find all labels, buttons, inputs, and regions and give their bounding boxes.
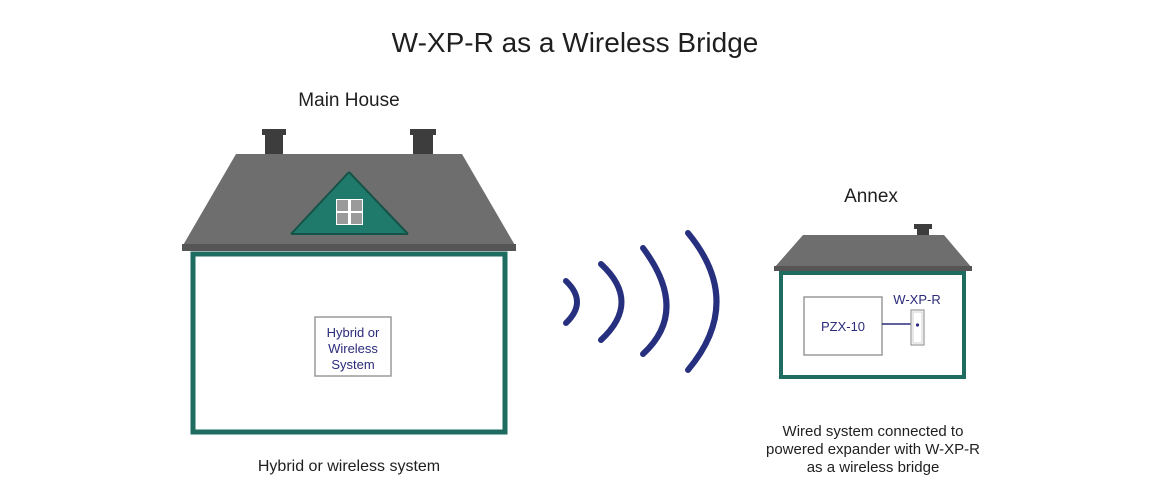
signal-wave-2	[598, 261, 625, 343]
expander-label: PZX-10	[821, 319, 865, 334]
annex-roof	[774, 235, 972, 268]
annex-caption-line-3: as a wireless bridge	[807, 459, 940, 476]
annex-icon	[774, 224, 972, 379]
pzx-10-expander: PZX-10	[803, 296, 883, 356]
main-house-label: Main House	[298, 90, 399, 111]
panel-line-3: System	[331, 357, 374, 372]
signal-wave-1	[563, 278, 580, 326]
panel-line-2: Wireless	[328, 341, 378, 356]
annex-eave	[774, 266, 972, 271]
chimney-icon	[262, 129, 286, 156]
annex-caption: Wired system connected to powered expand…	[766, 423, 980, 476]
annex-label: Annex	[844, 186, 898, 207]
chimney-icon	[410, 129, 436, 156]
annex-caption-line-2: powered expander with W-XP-R	[766, 441, 980, 458]
signal-wave-3	[640, 245, 670, 357]
diagram-title: W-XP-R as a Wireless Bridge	[392, 27, 759, 58]
main-house-walls	[190, 251, 508, 435]
house-icon	[182, 129, 516, 435]
main-house-caption: Hybrid or wireless system	[258, 458, 440, 475]
annex-caption-line-1: Wired system connected to	[783, 423, 964, 440]
chimney-icon	[914, 224, 932, 238]
wireless-signal-icon	[563, 230, 720, 373]
window-icon	[336, 199, 363, 225]
w-xp-r-bridge: W-XP-R	[893, 292, 941, 346]
annex-walls	[779, 271, 966, 379]
main-house-eave	[182, 244, 516, 251]
bridge-label: W-XP-R	[893, 292, 940, 307]
panel-line-1: Hybrid or	[327, 325, 380, 340]
signal-wave-4	[685, 230, 720, 373]
hybrid-system-panel: Hybrid or Wireless System	[314, 316, 392, 377]
